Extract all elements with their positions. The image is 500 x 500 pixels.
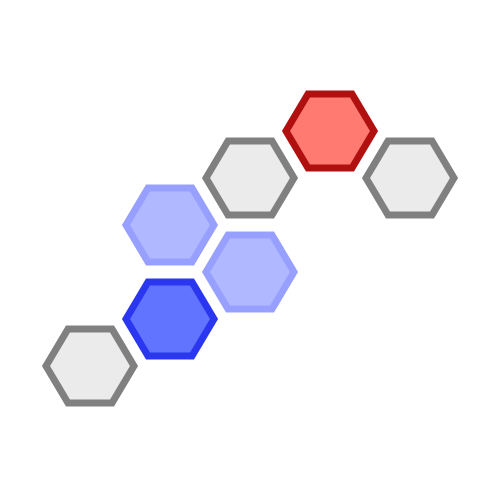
hex-cell-center-gray[interactable] <box>201 137 299 219</box>
hex-cell-bottom-left-gray[interactable] <box>41 325 139 407</box>
hex-cells <box>41 90 459 407</box>
hex-cell-top-red[interactable] <box>281 90 379 172</box>
hex-cell-left-light-blue[interactable] <box>121 184 219 266</box>
hex-cell-dark-blue[interactable] <box>121 278 219 360</box>
hex-cell-right-gray[interactable] <box>361 137 459 219</box>
hex-cell-center-light-blue[interactable] <box>201 231 299 313</box>
